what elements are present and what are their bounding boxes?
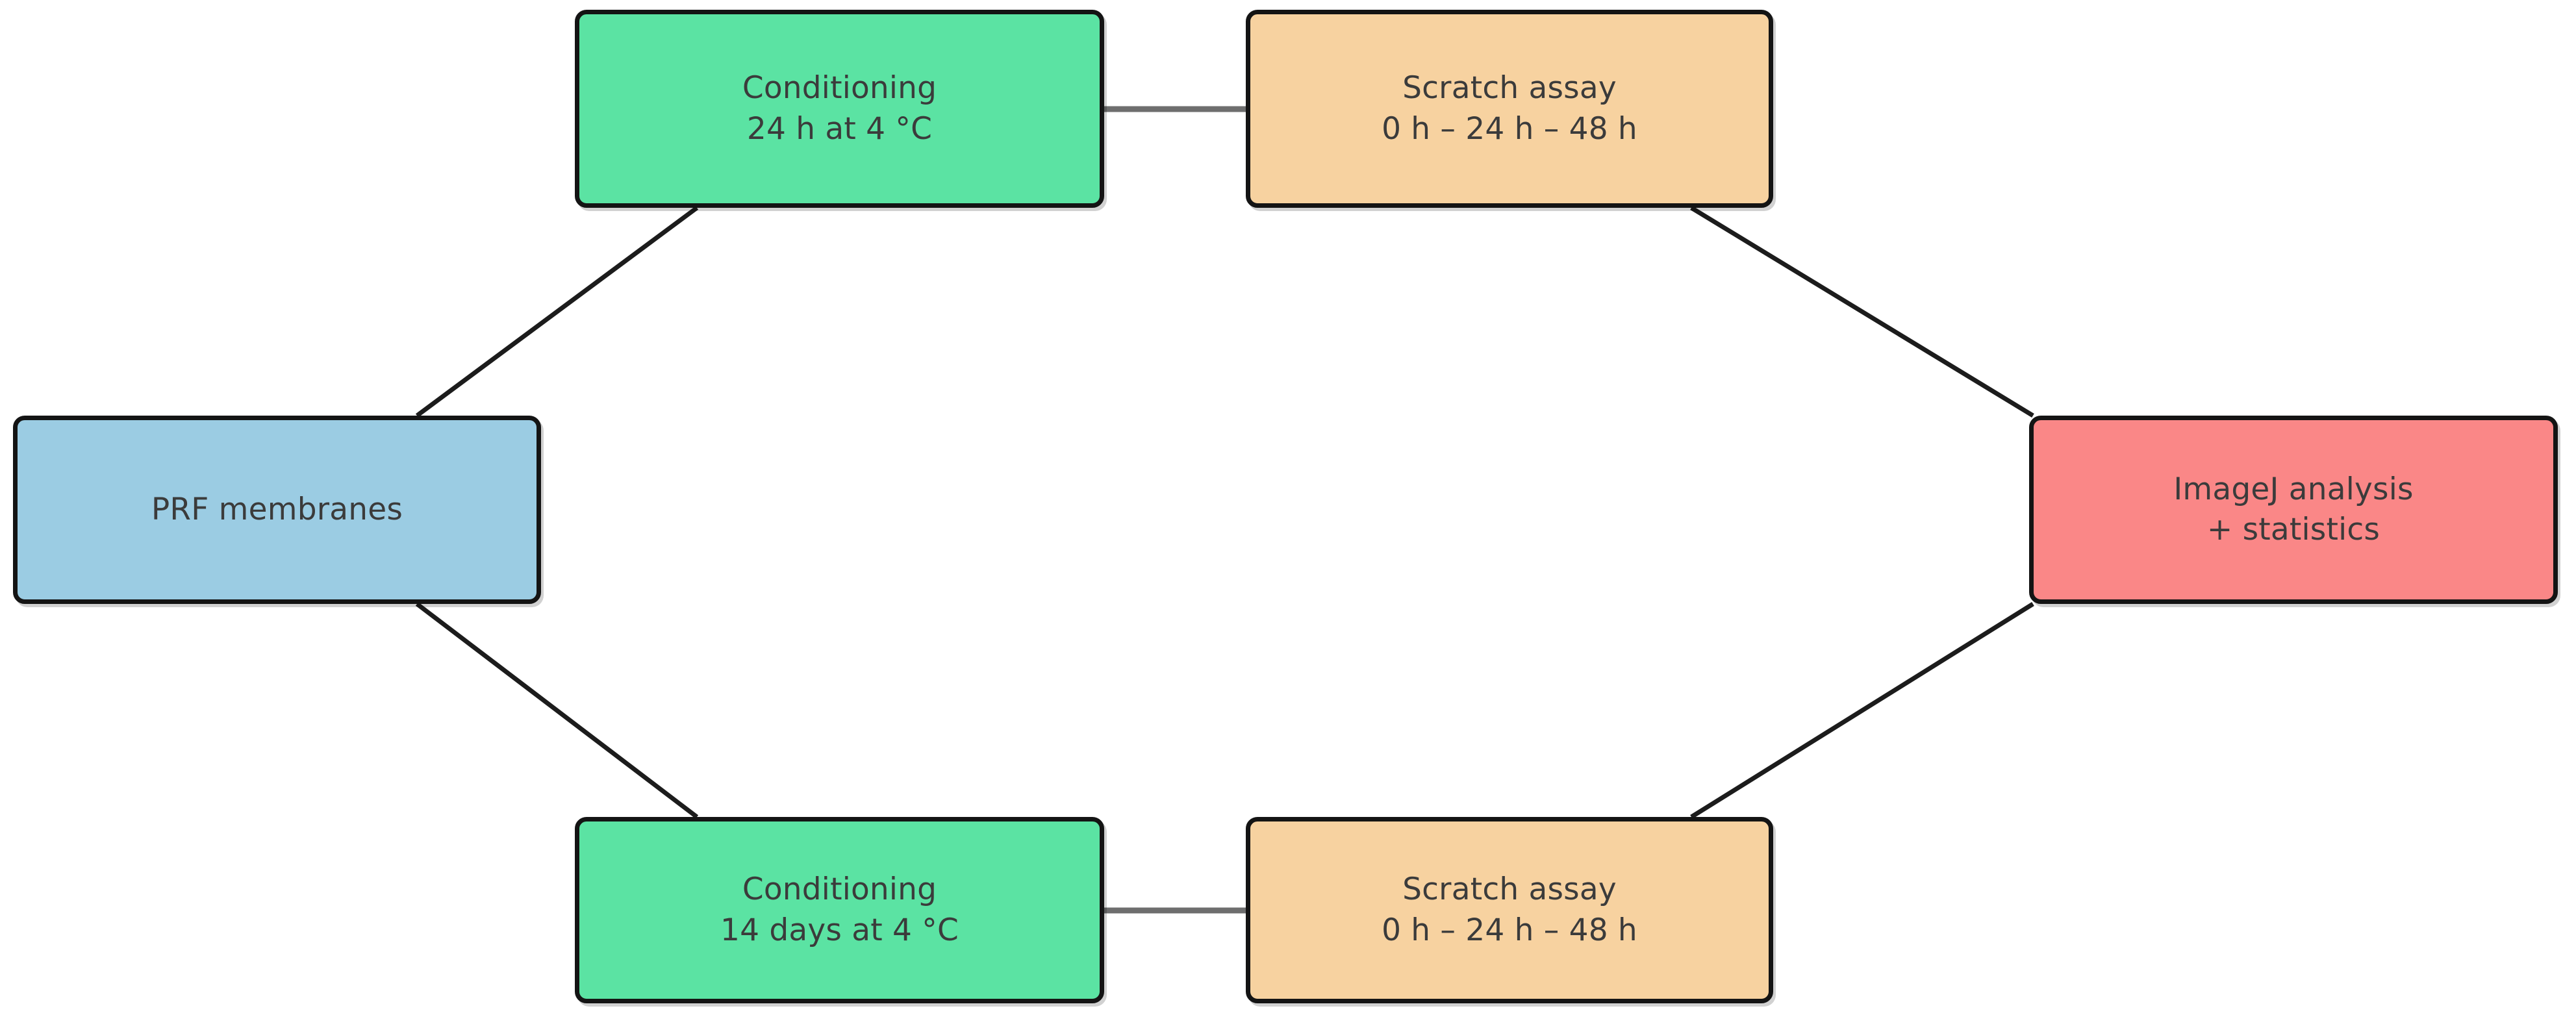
node-conditioning-14days-line2: 14 days at 4 °C — [720, 912, 959, 948]
node-scratch-assay-bottom[interactable]: Scratch assay 0 h – 24 h – 48 h — [1246, 817, 1773, 1003]
node-prf-membranes-line1: PRF membranes — [151, 491, 403, 527]
node-scratch-assay-bottom-line2: 0 h – 24 h – 48 h — [1382, 912, 1637, 948]
node-conditioning-14days-line1: Conditioning — [742, 871, 937, 908]
node-conditioning-24h-line1: Conditioning — [742, 70, 937, 107]
node-conditioning-24h-line2: 24 h at 4 °C — [746, 110, 933, 147]
node-prf-membranes[interactable]: PRF membranes — [13, 416, 541, 604]
node-imagej-analysis-line2: + statistics — [2206, 512, 2380, 547]
node-conditioning-14days[interactable]: Conditioning 14 days at 4 °C — [575, 817, 1104, 1003]
edge-scratch-assay-top-to-analysis — [1690, 206, 2034, 418]
node-scratch-assay-top-line1: Scratch assay — [1402, 70, 1617, 107]
node-scratch-assay-top-line2: 0 h – 24 h – 48 h — [1382, 110, 1637, 147]
node-imagej-analysis-line1: ImageJ analysis — [2173, 471, 2414, 507]
node-imagej-analysis[interactable]: ImageJ analysis + statistics — [2029, 416, 2558, 604]
node-scratch-assay-top[interactable]: Scratch assay 0 h – 24 h – 48 h — [1246, 10, 1773, 208]
node-conditioning-24h[interactable]: Conditioning 24 h at 4 °C — [575, 10, 1104, 208]
edge-scratch-assay-bottom-to-analysis — [1690, 602, 2034, 819]
edge-source-to-conditioning-14days — [415, 602, 699, 819]
edge-source-to-conditioning-24h — [415, 206, 699, 418]
node-scratch-assay-bottom-line1: Scratch assay — [1402, 871, 1617, 908]
